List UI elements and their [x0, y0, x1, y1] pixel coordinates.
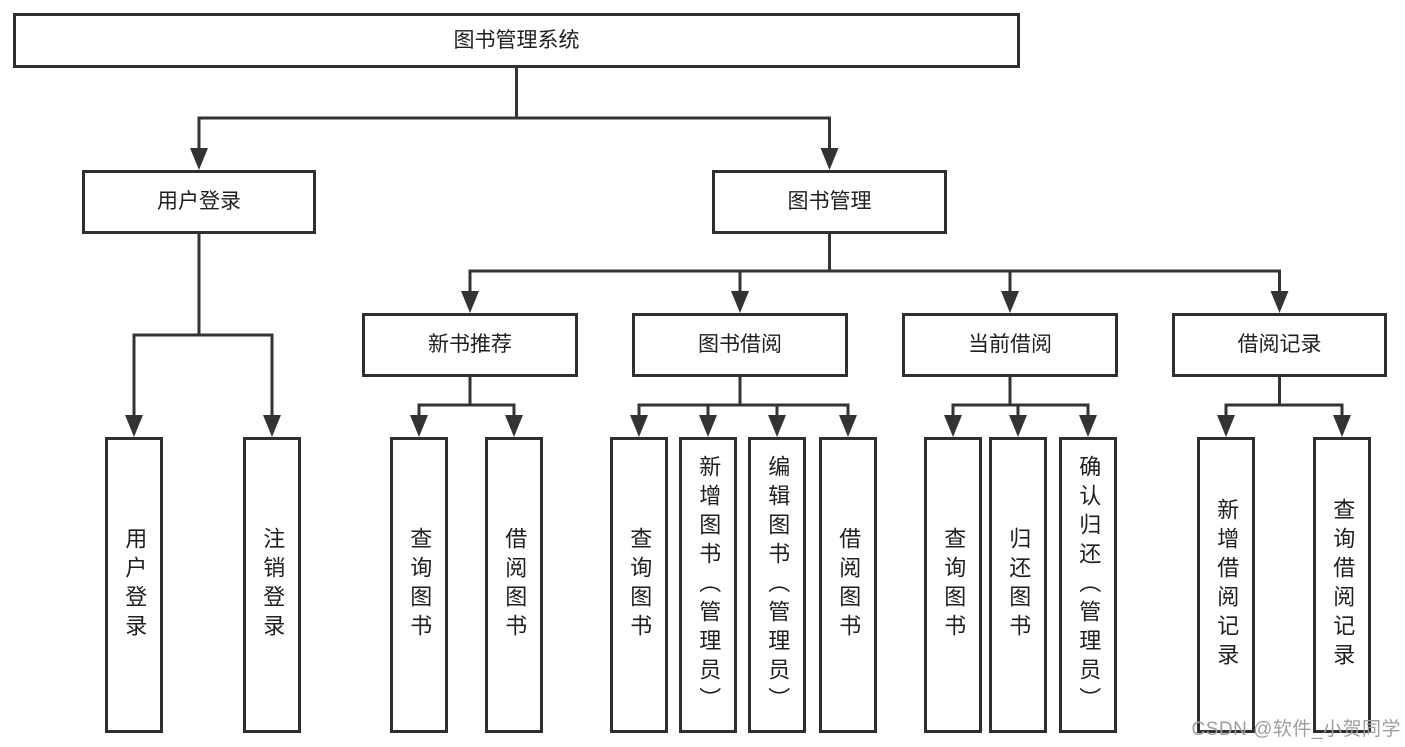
arrowhead-nb-query — [410, 415, 428, 437]
node-user-login: 用户登录 — [82, 170, 316, 234]
edge-current-borrow-cb-return — [1008, 377, 1020, 417]
arrowhead-bb-add — [699, 415, 717, 437]
node-current-borrow: 当前借阅 — [902, 313, 1118, 377]
arrowhead-cb-query — [944, 415, 962, 437]
arrowhead-cb-return — [1009, 415, 1027, 437]
arrowhead-bb-query — [630, 415, 648, 437]
edge-book-borrow-bb-edit — [738, 377, 779, 417]
arrowhead-br-add — [1217, 415, 1235, 437]
arrowhead-bb-borrow — [839, 415, 857, 437]
edge-book-mgmt-book-borrow — [738, 234, 831, 293]
edge-current-borrow-cb-confirm — [1008, 377, 1090, 417]
edge-user-login-ul-logout — [197, 234, 274, 417]
node-br-add: 新增借阅记录 — [1197, 437, 1255, 733]
arrowhead-book-mgmt — [820, 148, 839, 170]
node-book-borrow: 图书借阅 — [632, 313, 848, 377]
node-root: 图书管理系统 — [13, 13, 1020, 68]
node-nb-borrow: 借阅图书 — [485, 437, 543, 733]
node-nb-query: 查询图书 — [390, 437, 448, 733]
watermark: CSDN @软件_小贺同学 — [1191, 719, 1401, 740]
edge-book-borrow-bb-borrow — [738, 377, 850, 417]
edge-root-user-login — [197, 68, 518, 150]
arrowhead-bb-edit — [768, 415, 786, 437]
edge-book-mgmt-borrow-record — [828, 234, 1281, 293]
edge-current-borrow-cb-query — [951, 377, 1012, 417]
arrowhead-new-book — [461, 291, 479, 313]
edge-borrow-record-br-query — [1278, 377, 1344, 417]
arrowhead-cb-confirm — [1079, 415, 1097, 437]
node-cb-return: 归还图书 — [989, 437, 1047, 733]
edge-new-book-nb-borrow — [468, 377, 516, 417]
edge-user-login-ul-login — [132, 234, 201, 417]
edge-root-book-mgmt — [515, 68, 831, 150]
node-ul-logout: 注销登录 — [243, 437, 301, 733]
arrowhead-borrow-record — [1270, 291, 1289, 313]
arrowhead-nb-borrow — [505, 415, 523, 437]
arrowhead-book-borrow — [731, 291, 749, 313]
node-cb-query: 查询图书 — [924, 437, 982, 733]
arrowhead-ul-logout — [263, 415, 281, 437]
arrowhead-br-query — [1333, 415, 1351, 437]
node-bb-add: 新增图书（管理员） — [679, 437, 737, 733]
edge-book-borrow-bb-add — [706, 377, 742, 417]
node-borrow-record: 借阅记录 — [1172, 313, 1387, 377]
node-new-book: 新书推荐 — [362, 313, 578, 377]
node-br-query: 查询借阅记录 — [1313, 437, 1371, 733]
edge-book-mgmt-new-book — [468, 234, 831, 293]
edge-borrow-record-br-add — [1224, 377, 1281, 417]
edge-book-borrow-bb-query — [637, 377, 742, 417]
arrowhead-current-borrow — [1001, 291, 1019, 313]
node-book-mgmt: 图书管理 — [712, 170, 947, 234]
edge-new-book-nb-query — [417, 377, 472, 417]
edge-book-mgmt-current-borrow — [828, 234, 1012, 293]
node-ul-login: 用户登录 — [105, 437, 163, 733]
node-bb-edit: 编辑图书（管理员） — [748, 437, 806, 733]
node-bb-query: 查询图书 — [610, 437, 668, 733]
node-bb-borrow: 借阅图书 — [819, 437, 877, 733]
node-cb-confirm: 确认归还（管理员） — [1059, 437, 1117, 733]
arrowhead-ul-login — [125, 415, 143, 437]
arrowhead-user-login — [190, 148, 208, 170]
